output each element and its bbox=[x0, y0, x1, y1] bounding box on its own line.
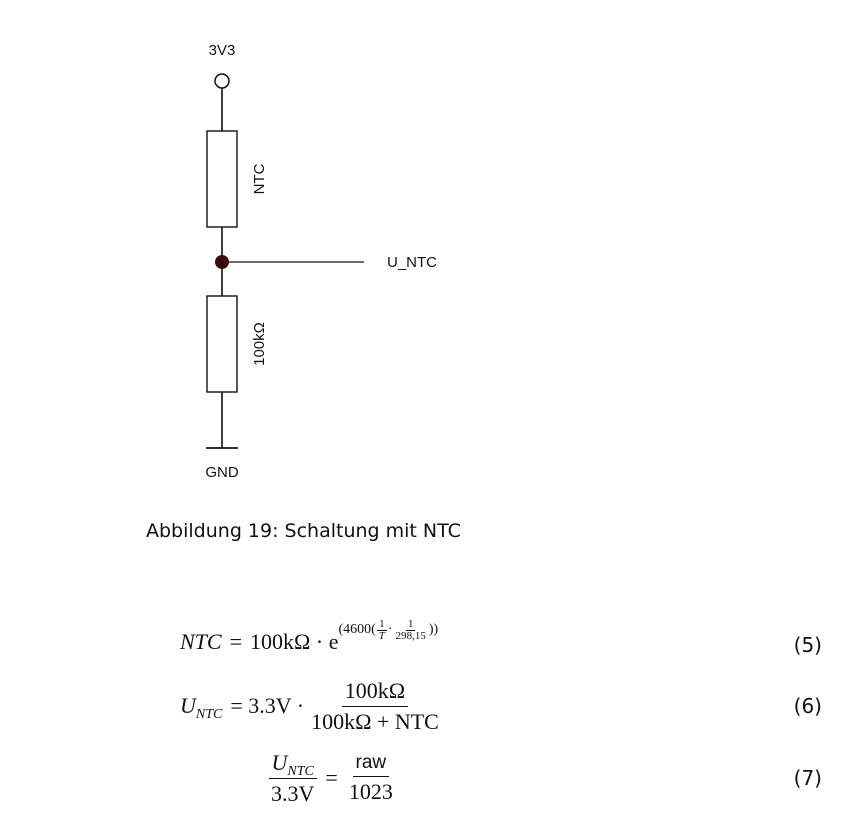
eq5-exp-close: )) bbox=[428, 622, 439, 637]
eq5-exp-frac2-den: 298,15 bbox=[395, 629, 426, 642]
eq5-exp-frac1: 1 T bbox=[377, 617, 387, 642]
fixed-resistor bbox=[206, 295, 238, 393]
eq7-frac2-den: 1023 bbox=[348, 778, 393, 804]
eq7-frac1-den: 3.3V bbox=[271, 780, 315, 806]
eq6-equals: = 3.3V · bbox=[230, 693, 305, 718]
eq6-lhs-main: U bbox=[180, 693, 196, 718]
eq6-lhs-sub: NTC bbox=[195, 707, 223, 722]
supply-label: 3V3 bbox=[209, 42, 236, 59]
circuit-diagram: 3V3 NTC U_NTC 100kΩ GND bbox=[205, 42, 437, 481]
eq7-equals: = bbox=[325, 765, 338, 790]
eq5-exp-frac2: 1 298,15 bbox=[394, 617, 428, 642]
eq7-fraction-right: raw 1023 bbox=[346, 752, 396, 805]
ground-label: GND bbox=[205, 464, 239, 481]
equation-6: UNTC = 3.3V · 100kΩ 100kΩ + NTC bbox=[180, 676, 446, 736]
eq5-lhs: NTC bbox=[180, 629, 222, 654]
eq5-exp-dot: · bbox=[387, 622, 393, 637]
node-label: U_NTC bbox=[387, 254, 437, 271]
equation-5: NTC = 100kΩ · e (4600( 1 T · 1 298,15 )) bbox=[180, 617, 439, 662]
eq6-number: (6) bbox=[793, 694, 822, 718]
eq5-base: 100kΩ · e bbox=[250, 629, 339, 654]
eq5-exp-frac1-den: T bbox=[378, 629, 385, 642]
eq5-exp-frac2-num: 1 bbox=[405, 617, 416, 631]
equation-7: UNTC 3.3V = raw 1023 bbox=[264, 748, 400, 808]
ntc-resistor bbox=[206, 130, 238, 228]
eq5-equals: = bbox=[229, 629, 243, 654]
eq7-frac1-num-sub: NTC bbox=[287, 763, 314, 779]
eq6-frac-den: 100kΩ + NTC bbox=[311, 708, 439, 734]
eq7-frac2-num: raw bbox=[352, 752, 390, 777]
eq6-fraction: 100kΩ 100kΩ + NTC bbox=[308, 678, 442, 735]
ntc-label: NTC bbox=[251, 163, 268, 194]
eq7-number: (7) bbox=[793, 766, 822, 790]
figure-caption: Abbildung 19: Schaltung mit NTC bbox=[146, 520, 461, 542]
eq7-fraction-left: UNTC 3.3V bbox=[268, 750, 317, 807]
resistor-label: 100kΩ bbox=[251, 322, 268, 366]
eq6-frac-num: 100kΩ bbox=[341, 678, 409, 707]
eq7-frac1-num-main: U bbox=[271, 749, 288, 775]
eq5-number: (5) bbox=[793, 633, 822, 657]
supply-terminal bbox=[214, 73, 230, 89]
eq5-exp-frac1-num: 1 bbox=[377, 617, 387, 631]
eq6-lhs: UNTC bbox=[180, 693, 223, 722]
eq7-frac1-num: UNTC bbox=[268, 749, 317, 779]
eq5-exp-open: (4600( bbox=[338, 622, 376, 637]
eq5-exponent: (4600( 1 T · 1 298,15 )) bbox=[338, 617, 439, 642]
